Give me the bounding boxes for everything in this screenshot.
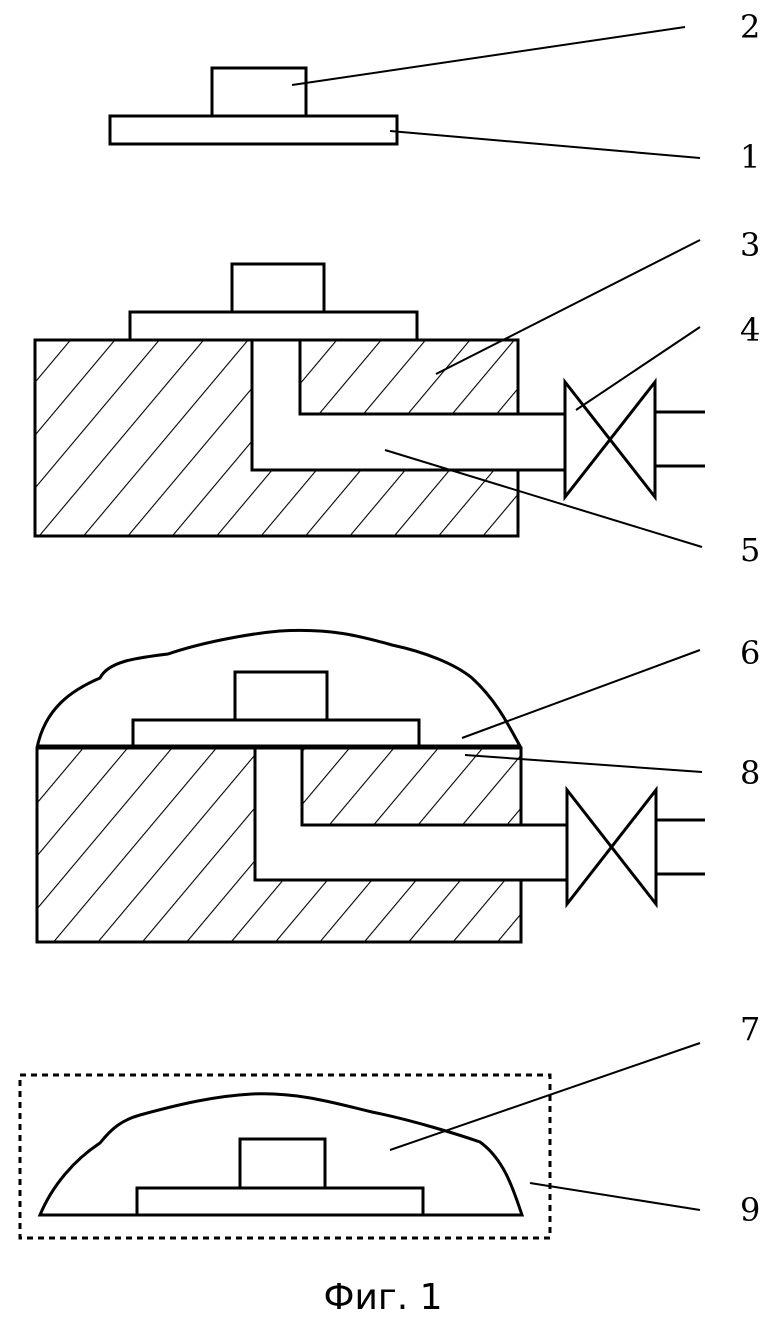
chip-2 — [212, 68, 306, 116]
stage-1-chip-on-substrate — [110, 27, 700, 158]
label-8: 8 — [740, 754, 760, 792]
label-9: 9 — [740, 1191, 760, 1229]
substrate-1 — [133, 720, 419, 748]
figure-caption: Фиг. 1 — [323, 1277, 442, 1318]
stage-3-holder-with-compound — [37, 630, 705, 942]
label-1: 1 — [740, 138, 760, 176]
label-6: 6 — [740, 634, 760, 672]
substrate-1 — [137, 1188, 423, 1215]
label-5: 5 — [740, 531, 760, 569]
substrate-1 — [130, 312, 417, 340]
valve — [567, 790, 656, 904]
stage-2-vacuum-holder — [35, 240, 705, 547]
leader-6 — [462, 650, 700, 738]
chip-2 — [240, 1139, 325, 1188]
leader-9 — [530, 1183, 700, 1210]
leader-7 — [390, 1043, 700, 1150]
substrate-1 — [110, 116, 397, 144]
label-2: 2 — [740, 8, 760, 46]
label-3: 3 — [740, 226, 760, 264]
valve-4 — [565, 382, 655, 497]
leader-2 — [292, 27, 685, 85]
leader-1 — [390, 131, 700, 158]
holder-block — [37, 748, 521, 942]
chip-2 — [232, 264, 324, 312]
label-7: 7 — [740, 1010, 760, 1048]
chip-2 — [235, 672, 327, 720]
stage-4-encapsulated-module — [20, 1043, 700, 1238]
leader-4 — [576, 327, 700, 410]
label-4: 4 — [740, 311, 760, 349]
